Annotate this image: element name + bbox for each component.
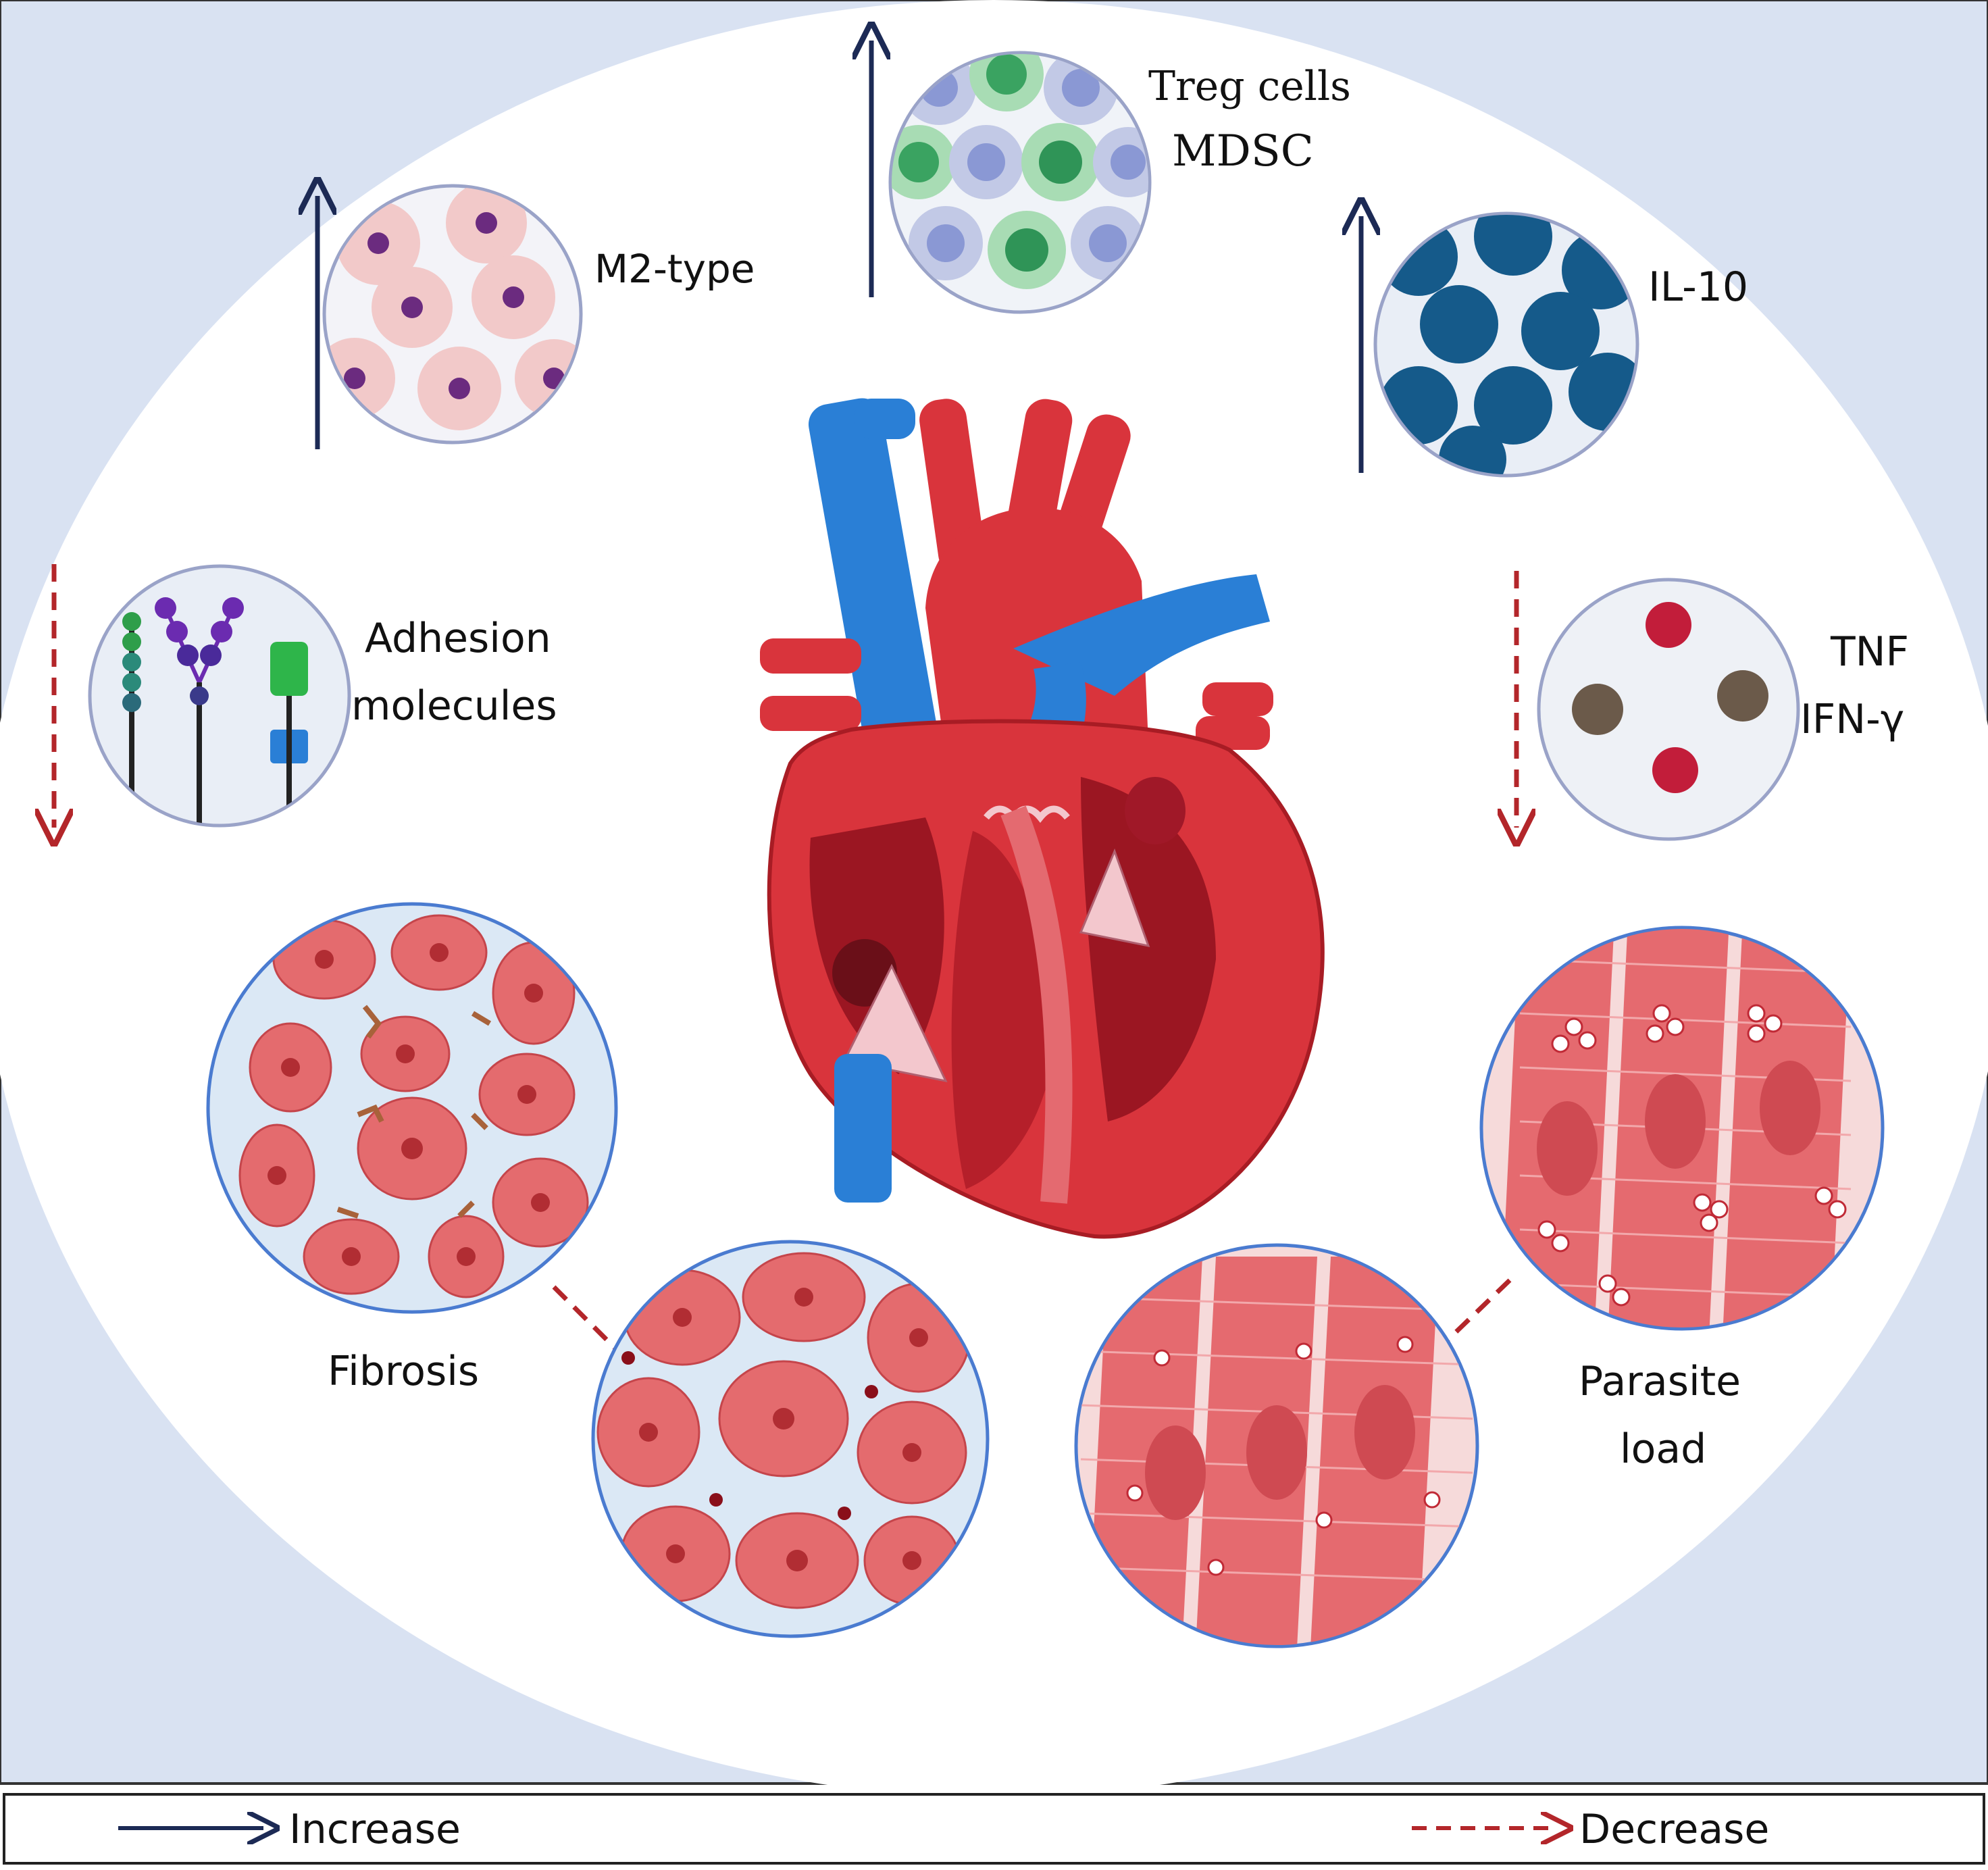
legend-box: [3, 1793, 1985, 1865]
ifn-label: IFN-γ: [1800, 696, 1904, 743]
mdsc-label: MDSC: [1172, 126, 1314, 176]
tnf-circle: [1537, 578, 1800, 841]
adhesion-label-line2: molecules: [351, 682, 557, 730]
fibrosis-cells: [238, 914, 589, 1298]
fibrosis-group: Fibrosis: [206, 902, 618, 1395]
parasite-decrease-arrow: [1419, 1278, 1512, 1368]
m2-label: M2-type: [594, 246, 755, 292]
treg-label: Treg cells: [1148, 63, 1351, 110]
legend-decrease-label: Decrease: [1579, 1806, 1769, 1853]
tnf-molecule: [1652, 747, 1698, 793]
parasite-label-line2: load: [1620, 1425, 1706, 1473]
legend-increase-label: Increase: [289, 1806, 461, 1853]
adhesion-label-line1: Adhesion: [365, 615, 551, 662]
reduced-fibrosis-cells: [596, 1252, 971, 1609]
reduced-fibrosis-group: [591, 1240, 990, 1638]
il10-group: IL-10: [1361, 197, 1748, 478]
tnf-label: TNF: [1830, 628, 1909, 676]
heart-illustration: [760, 398, 1325, 1239]
ifn-molecule: [1572, 684, 1623, 735]
parasite-muscle-fibers: [1500, 929, 1852, 1328]
adhesion-group: Adhesion molecules: [54, 564, 557, 831]
il10-molecules: [1379, 215, 1636, 474]
tnf-molecule: [1646, 602, 1691, 648]
reduced-parasite-muscle-fibers: [1080, 1257, 1473, 1645]
ifn-molecule: [1717, 670, 1768, 722]
fibrosis-decrease-arrow: [552, 1285, 642, 1375]
reduced-parasite-group: [1074, 1243, 1479, 1648]
parasite-group: Parasite load: [1479, 926, 1885, 1473]
parasite-label-line1: Parasite: [1579, 1358, 1741, 1405]
fibrosis-label: Fibrosis: [328, 1348, 479, 1395]
tnf-group: TNF IFN-γ: [1517, 571, 1909, 839]
il10-label: IL-10: [1648, 263, 1748, 311]
